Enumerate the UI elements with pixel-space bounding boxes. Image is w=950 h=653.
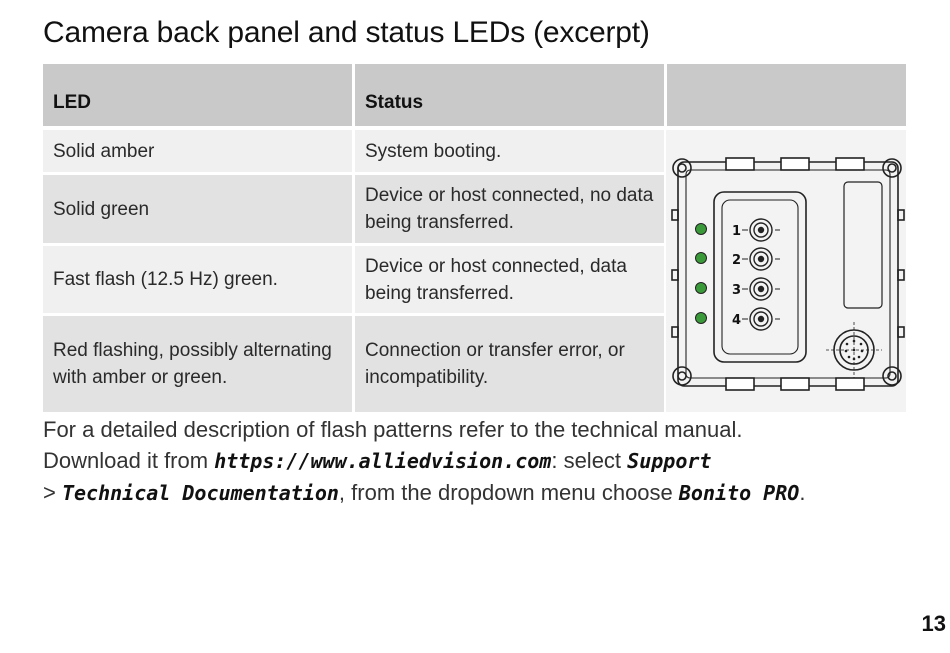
- menu-support: Support: [627, 449, 712, 473]
- header-status: Status: [355, 64, 664, 126]
- status-led-1-icon: [695, 223, 707, 235]
- camera-back-panel-figure-cell: 1 2 3 4: [666, 130, 906, 412]
- status-led-4-icon: [695, 312, 707, 324]
- screw-icon: [882, 366, 902, 386]
- port-label-3: 3: [732, 283, 741, 298]
- website-link[interactable]: https://www.alliedvision.com: [214, 449, 552, 473]
- table-row-2-status: Device or host connected, no data being …: [355, 175, 664, 243]
- page-title: Camera back panel and status LEDs (excer…: [43, 16, 650, 49]
- table-row-4-led: Red flashing, possibly alternating with …: [43, 316, 352, 412]
- camera-back-panel-drawing: 1 2 3 4: [671, 157, 905, 391]
- port-label-1: 1: [732, 224, 741, 239]
- table-row-3-status: Device or host connected, data being tra…: [355, 246, 664, 313]
- port-label-2: 2: [732, 253, 741, 268]
- camera-body-outline: [677, 161, 899, 387]
- coax-port-2-icon: [749, 247, 773, 271]
- side-slot: [843, 181, 883, 309]
- table-row-4-status: Connection or transfer error, or incompa…: [355, 316, 664, 412]
- note-line-3: > Technical Documentation, from the drop…: [43, 480, 806, 505]
- header-led: LED: [43, 64, 352, 126]
- product-name: Bonito PRO: [678, 481, 800, 505]
- manual-reference-note: For a detailed description of flash patt…: [43, 414, 923, 509]
- status-led-2-icon: [695, 252, 707, 264]
- header-figure: [667, 64, 906, 126]
- coax-port-3-icon: [749, 277, 773, 301]
- status-led-3-icon: [695, 282, 707, 294]
- page-number: 13: [921, 611, 946, 636]
- table-row-1-status: System booting.: [355, 130, 664, 172]
- menu-technical-documentation: Technical Documentation: [61, 481, 339, 505]
- coax-port-4-icon: [749, 307, 773, 331]
- table-row-2-led: Solid green: [43, 175, 352, 243]
- table-row-1-led: Solid amber: [43, 130, 352, 172]
- port-label-4: 4: [732, 313, 741, 328]
- led-status-table: LED Status Solid amber System booting. S…: [43, 64, 906, 412]
- screw-icon: [882, 158, 902, 178]
- screw-icon: [672, 366, 692, 386]
- note-line-1: For a detailed description of flash patt…: [43, 417, 743, 442]
- coax-port-1-icon: [749, 218, 773, 242]
- screw-icon: [672, 158, 692, 178]
- note-line-2: Download it from https://www.alliedvisio…: [43, 448, 712, 473]
- connector-panel: [713, 191, 807, 363]
- table-row-3-led: Fast flash (12.5 Hz) green.: [43, 246, 352, 313]
